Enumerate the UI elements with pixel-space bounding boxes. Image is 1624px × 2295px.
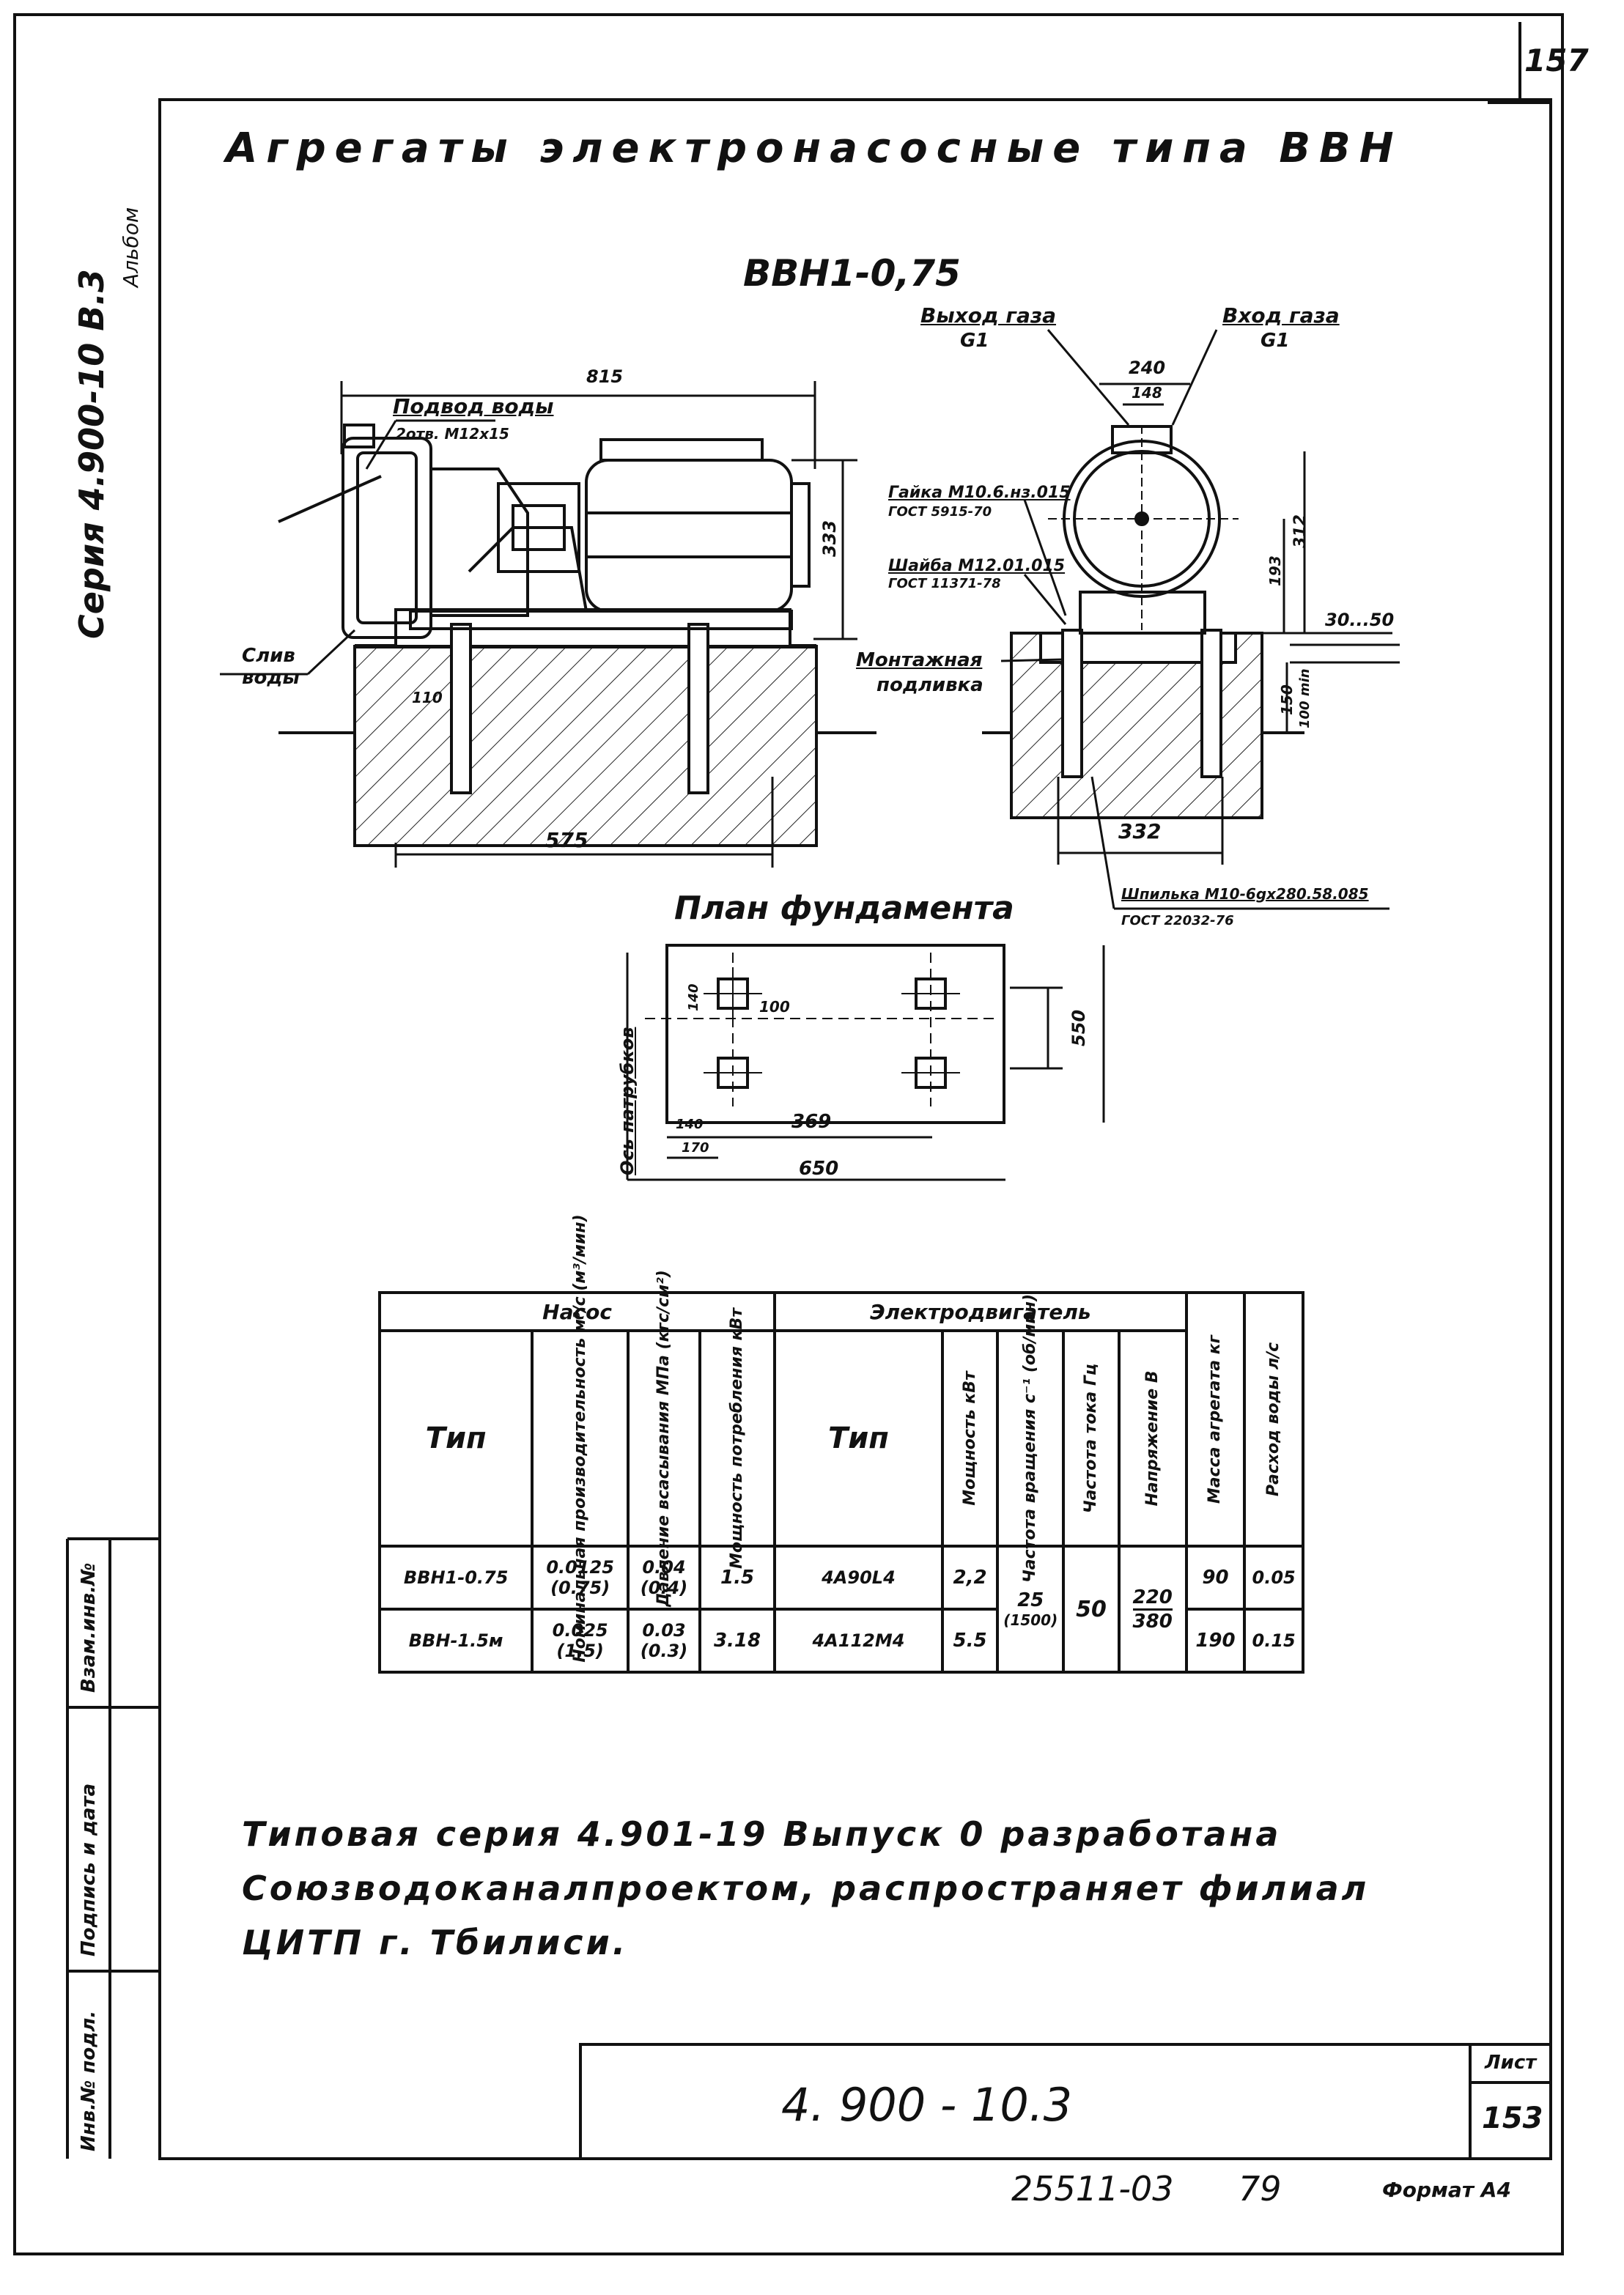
row1-motor-power: 2,2 <box>940 1545 1000 1611</box>
washer-gost: ГОСТ 11371-78 <box>888 576 1001 591</box>
col-voltage: Напряжение В <box>1117 1329 1188 1548</box>
stamp-vzam: Взам.инв.№ <box>78 1562 100 1693</box>
frame <box>13 13 1564 2255</box>
page-number: 157 <box>1524 42 1589 78</box>
footer-format: Формат А4 <box>1382 2178 1511 2202</box>
water-in-spec: 2отв. М12х15 <box>396 425 509 443</box>
stamp-inv-podl: Инв.№ подл. <box>78 2010 100 2151</box>
drain-label-1: Слив <box>242 645 295 667</box>
stud-label: Шпилька М10-6gх280.58.085 <box>1121 885 1369 903</box>
row1-mass: 90 <box>1184 1545 1247 1611</box>
note-line-2: Союзводоканалпроектом, распространяет фи… <box>242 1869 1370 1908</box>
nut-label: Гайка М10.6.нз.015 <box>888 484 1071 502</box>
col-water: Расход воды л/с <box>1243 1291 1304 1548</box>
plan-dim-650: 650 <box>799 1158 839 1180</box>
axis-label: Ось патрубков <box>617 1027 638 1175</box>
freq-cell: 50 <box>1062 1545 1121 1674</box>
col-pump-type: Тип <box>377 1329 534 1548</box>
col-mass: Масса агрегата кг <box>1184 1291 1247 1548</box>
spec-table: Насос Электродвигатель Масса агрегата кг… <box>377 1214 1304 1674</box>
mount-label-1: Монтажная <box>856 649 983 671</box>
gas-outlet-size: G1 <box>960 330 989 352</box>
sheet-number: 153 <box>1482 2102 1543 2135</box>
dim-240: 240 <box>1129 358 1166 378</box>
dim-575: 575 <box>545 828 588 852</box>
side-elevation <box>220 381 876 868</box>
stamp-podpis: Подпись и дата <box>78 1783 100 1956</box>
col-motor-type: Тип <box>773 1329 944 1548</box>
water-in-label: Подвод воды <box>393 394 554 418</box>
gas-inlet-label: Вход газа <box>1222 303 1340 328</box>
row1-vacuum: 0.04(0.4) <box>626 1545 702 1611</box>
row2-water: 0.15 <box>1243 1608 1304 1674</box>
side-album: Альбом <box>119 207 143 287</box>
model-label: ВВН1-0,75 <box>743 252 961 295</box>
row2-type: ВВН-1.5м <box>377 1608 534 1674</box>
col-rpm: Частота вращения с⁻¹ (об/мин) <box>996 1294 1066 1583</box>
page-title: Агрегаты электронасосные типа ВВН <box>226 125 1403 172</box>
stud-gost: ГОСТ 22032-76 <box>1121 913 1234 928</box>
side-series: Серия 4.900-10 В.3 <box>72 269 111 639</box>
plan-title: План фундамента <box>674 890 1014 927</box>
gas-inlet-size: G1 <box>1261 330 1290 352</box>
washer-label: Шайба М12.01.015 <box>888 557 1066 575</box>
rpm-cell: 25(1500) <box>996 1545 1066 1674</box>
plan-dim-369: 369 <box>791 1111 832 1133</box>
plan-dim-100: 100 <box>759 998 790 1016</box>
row2-vacuum: 0.03(0.3) <box>626 1608 702 1674</box>
mount-label-2: подливка <box>876 674 983 696</box>
row2-power: 3.18 <box>698 1608 777 1674</box>
dim-110: 110 <box>412 689 443 706</box>
gas-outlet-label: Выход газа <box>920 303 1057 328</box>
row1-power: 1.5 <box>698 1545 777 1611</box>
col-capacity: Номинальная производительность м³/с (м³/… <box>531 1214 630 1663</box>
row2-mass: 190 <box>1184 1608 1247 1674</box>
row2-capacity: 0.025(1.5) <box>531 1608 630 1674</box>
dim-332: 332 <box>1118 819 1162 843</box>
dim-150: 150 <box>1278 684 1296 715</box>
dim-333: 333 <box>819 520 840 557</box>
row1-type: ВВН1-0.75 <box>377 1545 534 1611</box>
doc-code: 4. 900 - 10.3 <box>781 2078 1073 2132</box>
dim-30-50: 30...50 <box>1325 610 1395 630</box>
drain-label-2: воды <box>242 667 300 689</box>
col-vacuum: Давление всасывания МПа (кгс/см²) <box>626 1270 702 1607</box>
group-motor: Электродвигатель <box>773 1291 1188 1332</box>
col-freq: Частота тока Гц <box>1062 1329 1121 1548</box>
dim-193: 193 <box>1266 555 1284 586</box>
footer-79: 79 <box>1239 2169 1282 2209</box>
plan-dim-140b: 140 <box>676 1117 704 1132</box>
col-motor-power: Мощность кВт <box>940 1329 1000 1548</box>
row1-water: 0.05 <box>1243 1545 1304 1611</box>
group-pump: Насос <box>377 1291 777 1332</box>
dim-815: 815 <box>586 366 624 387</box>
plan-dim-140a: 140 <box>686 983 701 1011</box>
table-row: ВВН1-0.75 0.0125(0.75) 0.04(0.4) 1.5 4А9… <box>377 1545 1304 1674</box>
sheet-label: Лист <box>1485 2052 1537 2074</box>
footer-number: 25511-03 <box>1011 2169 1174 2209</box>
foundation-plan <box>626 944 1105 1181</box>
table-row: ВВН-1.5м 0.025(1.5) 0.03(0.3) 3.18 4А112… <box>377 1608 1304 1674</box>
plan-dim-550: 550 <box>1068 1009 1089 1046</box>
note-line-1: Типовая серия 4.901-19 Выпуск 0 разработ… <box>242 1814 1282 1854</box>
dim-100min: 100 min <box>1297 668 1313 728</box>
plan-dim-170: 170 <box>682 1140 709 1156</box>
dim-148: 148 <box>1132 384 1162 402</box>
row1-motor: 4А90L4 <box>773 1545 944 1611</box>
note-line-3: ЦИТП г. Тбилиси. <box>242 1923 629 1962</box>
col-power: Мощность потребления кВт <box>698 1308 777 1569</box>
dim-312: 312 <box>1291 514 1310 548</box>
nut-gost: ГОСТ 5915-70 <box>888 504 992 520</box>
end-elevation <box>982 329 1400 910</box>
row2-motor-power: 5.5 <box>940 1608 1000 1674</box>
row2-motor: 4А112М4 <box>773 1608 944 1674</box>
row1-capacity: 0.0125(0.75) <box>531 1545 630 1611</box>
